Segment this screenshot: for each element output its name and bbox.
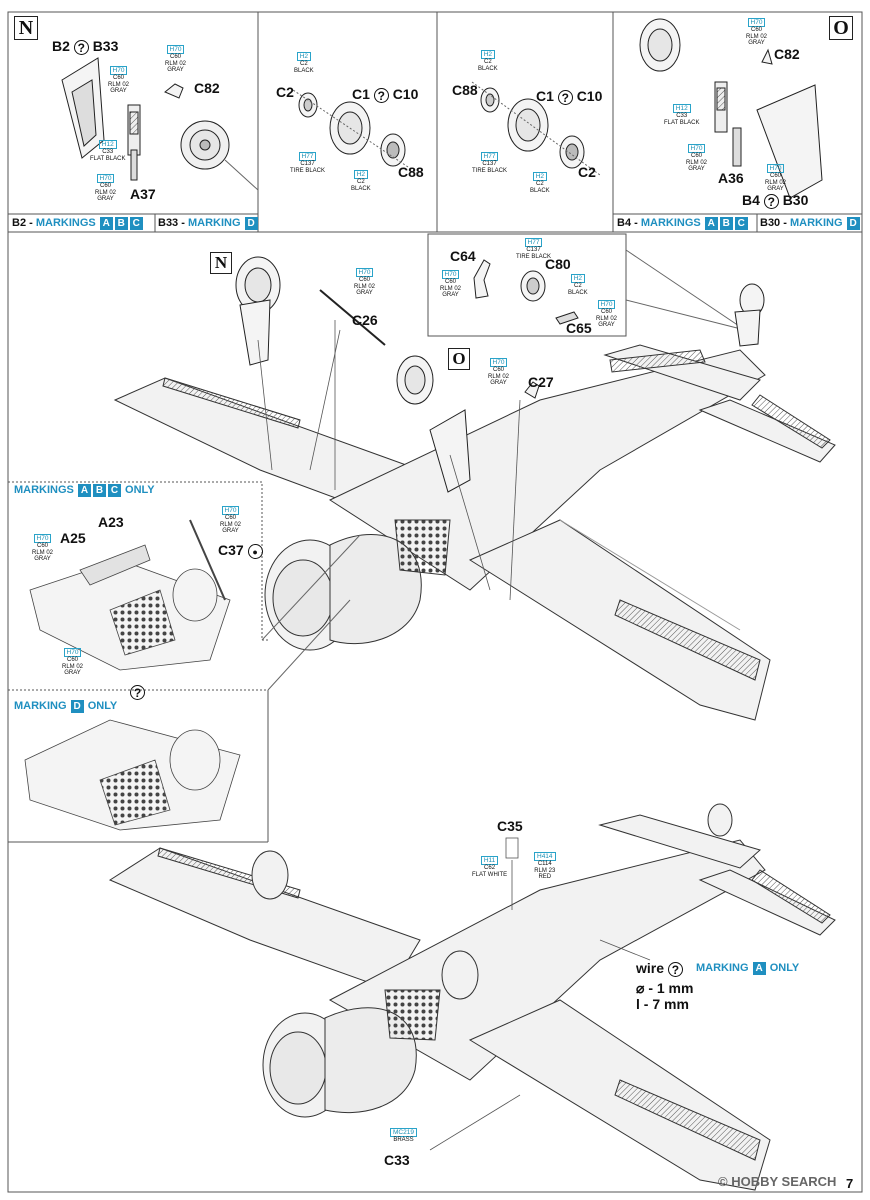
part-a37: A37 — [130, 186, 156, 202]
inset-d-header: MARKING D ONLY — [14, 700, 118, 713]
panel1-marking-bar-2: B33 - MARKING D — [158, 217, 259, 230]
choice-icon: ? — [373, 87, 389, 103]
part-c37: C37 ● — [218, 542, 263, 559]
bottom-marking-bar: MARKING A ONLY — [696, 962, 800, 975]
bottom-aircraft — [108, 803, 836, 1191]
paint-callout: MC219 BRASS — [390, 1128, 417, 1144]
copyright-icon: © — [718, 1174, 728, 1189]
part-c35: C35 — [497, 818, 523, 834]
main-aircraft — [113, 344, 836, 721]
choice-icon: ? — [667, 961, 683, 977]
part-c26: C26 — [352, 312, 378, 328]
part-c82: C82 — [774, 46, 800, 62]
part-c88: C88 — [452, 82, 478, 98]
part-c27: C27 — [528, 374, 554, 390]
part-c2: C2 — [578, 164, 596, 180]
panel1-gear-leg — [61, 57, 230, 181]
part-a23: A23 — [98, 514, 124, 530]
part-c2: C2 — [276, 84, 294, 100]
part-c82: C82 — [194, 80, 220, 96]
panel3-wheel-parts — [480, 87, 585, 169]
panel1-title: B2 ? B33 — [52, 38, 119, 55]
choice-icon: ? — [73, 39, 89, 55]
step-letter-n: N — [14, 16, 38, 40]
page-number: 7 — [846, 1176, 854, 1191]
choice-icon: ? — [763, 193, 779, 209]
choice-icon: ? — [130, 685, 145, 701]
step-letter-o: O — [829, 16, 853, 40]
wire-length: l - 7 mm — [636, 996, 689, 1012]
choice-icon: ? — [557, 89, 573, 105]
panel4-gear-leg — [639, 18, 823, 199]
part-c1-c10: C1 ? C10 — [536, 88, 603, 105]
tailwheel-parts — [473, 259, 579, 325]
wire-diameter: ⌀ - 1 mm — [636, 980, 694, 996]
step-letter-o-main: O — [448, 348, 470, 370]
part-c64: C64 — [450, 248, 476, 264]
step-letter-n-main: N — [210, 252, 232, 274]
inset-d-choice: ? — [130, 684, 145, 702]
part-c1-c10: C1 ? C10 — [352, 86, 419, 103]
part-b4-b30: B4 ? B30 — [742, 192, 809, 209]
wire-label: wire ? — [636, 960, 683, 977]
panel4-marking-bar-2: B30 - MARKING D — [760, 217, 861, 230]
inset-abc-drawing — [29, 519, 231, 671]
footer-brand: © HOBBY SEARCH — [718, 1174, 837, 1189]
inset-d-drawing — [24, 719, 241, 831]
part-c80: C80 — [545, 256, 571, 272]
part-a25: A25 — [60, 530, 86, 546]
main-gear-parts — [235, 256, 765, 493]
part-c88: C88 — [398, 164, 424, 180]
part-a36: A36 — [718, 170, 744, 186]
part-c65: C65 — [566, 320, 592, 336]
part-c33: C33 — [384, 1152, 410, 1168]
replace-icon: ● — [247, 543, 263, 559]
